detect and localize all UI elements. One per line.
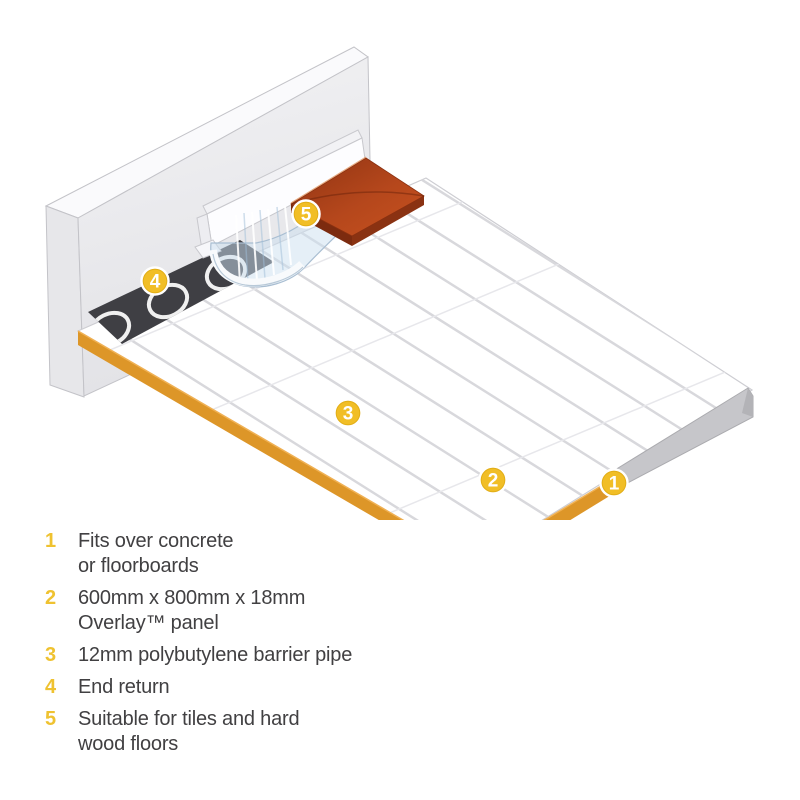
legend-text-5-line-2: wood floors bbox=[78, 733, 179, 755]
legend-item-5: 5 Suitable for tiles and hard wood floor… bbox=[45, 707, 352, 757]
legend-text-5: Suitable for tiles and hard wood floors bbox=[78, 707, 300, 757]
curl-rolled-edge-outline bbox=[212, 253, 304, 287]
pipe-cover-curl bbox=[209, 205, 350, 288]
callout-4-badge: 4 bbox=[140, 266, 170, 296]
legend-text-3: 12mm polybutylene barrier pipe bbox=[78, 643, 352, 668]
legend-text-3-line-1: 12mm polybutylene barrier pipe bbox=[78, 644, 353, 666]
diagram-stage: 1 2 3 4 5 bbox=[44, 46, 754, 576]
overlay-system-diagram: 1 2 3 4 5 bbox=[44, 46, 754, 576]
wall-end-face bbox=[45, 205, 85, 398]
svg-text:3: 3 bbox=[343, 404, 354, 425]
tile-edge-right bbox=[352, 196, 424, 246]
legend-text-2-line-2: Overlay™ panel bbox=[78, 612, 219, 634]
perimeter-channel bbox=[194, 129, 367, 259]
tile-top-face bbox=[290, 157, 425, 237]
callout-5-badge: 5 bbox=[291, 199, 321, 229]
svg-text:5: 5 bbox=[301, 205, 312, 226]
legend-text-1-line-1: Fits over concrete bbox=[78, 530, 234, 552]
svg-text:4: 4 bbox=[150, 272, 161, 293]
legend: 1 Fits over concrete or floorboards 2 60… bbox=[45, 529, 352, 764]
legend-text-4: End return bbox=[78, 675, 170, 700]
legend-number-1: 1 bbox=[45, 530, 56, 552]
svg-text:1: 1 bbox=[609, 474, 620, 495]
legend-text-1-line-2: or floorboards bbox=[78, 555, 199, 577]
callout-2-badge: 2 bbox=[478, 465, 508, 495]
legend-text-2: 600mm x 800mm x 18mm Overlay™ panel bbox=[78, 586, 305, 636]
legend-text-5-line-1: Suitable for tiles and hard bbox=[78, 708, 300, 730]
tile-top-highlight bbox=[290, 156, 367, 204]
callout-1-badge: 1 bbox=[599, 468, 629, 498]
legend-text-2-line-1: 600mm x 800mm x 18mm bbox=[78, 587, 306, 609]
svg-text:2: 2 bbox=[488, 471, 499, 492]
legend-item-4: 4 End return bbox=[45, 675, 352, 700]
legend-text-1: Fits over concrete or floorboards bbox=[78, 529, 234, 579]
curl-striations bbox=[235, 205, 292, 284]
callout-3-badge: 3 bbox=[333, 398, 363, 428]
legend-item-2: 2 600mm x 800mm x 18mm Overlay™ panel bbox=[45, 586, 352, 636]
legend-item-1: 1 Fits over concrete or floorboards bbox=[45, 529, 352, 579]
curl-striations-blue bbox=[243, 206, 284, 284]
curl-rolled-edge bbox=[209, 249, 305, 287]
legend-number-2: 2 bbox=[45, 587, 56, 609]
legend-item-3: 3 12mm polybutylene barrier pipe bbox=[45, 643, 352, 668]
legend-text-4-line-1: End return bbox=[78, 676, 170, 698]
legend-number-3: 3 bbox=[45, 644, 56, 666]
legend-number-5: 5 bbox=[45, 708, 56, 730]
callout-badges: 1 2 3 4 5 bbox=[140, 199, 629, 498]
legend-number-4: 4 bbox=[45, 676, 56, 698]
